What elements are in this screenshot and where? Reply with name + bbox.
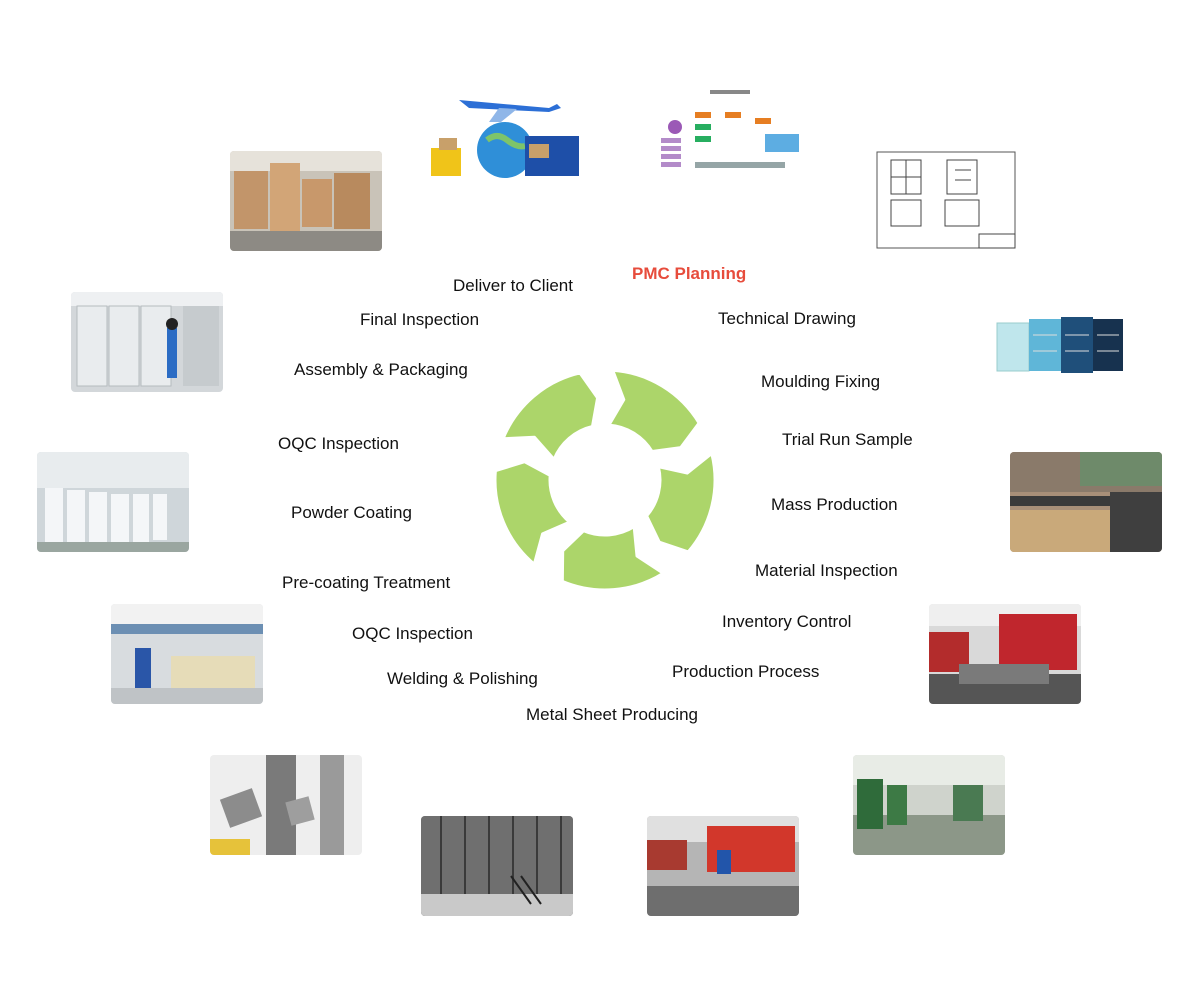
panels-photo [1010, 452, 1162, 552]
white-cabinets-photo [37, 452, 189, 552]
hanging-parts-photo [210, 755, 362, 855]
drawing-photo [875, 150, 1027, 250]
cycle-arrow-segment [645, 451, 717, 554]
step-pmc-planning: PMC Planning [632, 264, 747, 283]
cabinets-photo [985, 295, 1137, 395]
step-powder-coating: Powder Coating [291, 503, 412, 522]
cycle-arrow-segment [501, 371, 600, 461]
step-metal-sheet-producing: Metal Sheet Producing [526, 705, 698, 724]
cycle-arrow-segment [493, 460, 572, 566]
coating-line-photo [111, 604, 263, 704]
oven-photo [421, 816, 573, 916]
step-welding-polishing: Welding & Polishing [387, 669, 538, 688]
step-deliver-to-client: Deliver to Client [453, 276, 573, 295]
cycle-arrow-segment [560, 525, 665, 592]
step-inventory-control: Inventory Control [722, 612, 852, 631]
factory-photo [853, 755, 1005, 855]
lockers-photo [71, 292, 223, 392]
punch-press-photo [929, 604, 1081, 704]
step-mass-production: Mass Production [771, 495, 898, 514]
step-material-inspection: Material Inspection [755, 561, 898, 580]
bending-photo [647, 816, 799, 916]
step-production-process: Production Process [672, 662, 820, 681]
step-trial-run-sample: Trial Run Sample [782, 430, 913, 449]
cycle-arrow-segment [607, 368, 701, 454]
step-pre-coating-treatment: Pre-coating Treatment [282, 573, 451, 592]
step-assembly-packaging: Assembly & Packaging [294, 360, 468, 379]
step-technical-drawing: Technical Drawing [718, 309, 856, 328]
cartons-photo [230, 151, 382, 251]
step-oqc-inspection-1: OQC Inspection [352, 624, 473, 643]
step-oqc-inspection-2: OQC Inspection [278, 434, 399, 453]
flowchart-photo [655, 82, 807, 182]
step-final-inspection: Final Inspection [360, 310, 480, 329]
process-cycle-icon [493, 368, 717, 592]
step-moulding-fixing: Moulding Fixing [761, 372, 881, 391]
logistics-photo [429, 78, 581, 178]
